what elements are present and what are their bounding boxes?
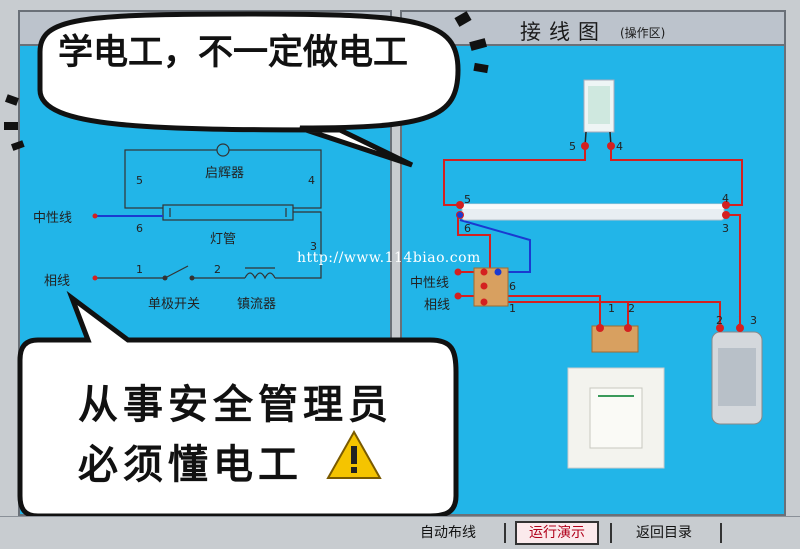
wiring-num-4b: 4 — [722, 192, 729, 205]
label-ballast: 镇流器 — [237, 297, 277, 312]
watermark: http://www.114biao.com — [297, 250, 481, 266]
diagram-title: 接线图 — [520, 20, 607, 44]
wiring-num-2b: 2 — [716, 314, 723, 327]
wiring-num-6b: 6 — [509, 280, 516, 293]
tube-symbol — [162, 204, 294, 221]
terminal-block — [473, 267, 509, 307]
terminal-3: 3 — [310, 240, 317, 253]
toolbar-separator — [504, 523, 506, 543]
wiring-num-6: 6 — [464, 222, 471, 235]
ballast-coil — [244, 272, 276, 280]
splash-decor — [4, 11, 489, 151]
back-menu-button[interactable]: 返回目录 — [636, 525, 692, 541]
run-demo-button[interactable]: 运行演示 — [515, 521, 599, 545]
toolbar-separator — [720, 523, 722, 543]
label-phase-wiring: 相线 — [424, 298, 451, 313]
wiring-num-5a: 5 — [569, 140, 576, 153]
wiring-num-3a: 3 — [722, 222, 729, 235]
terminal-4: 4 — [308, 174, 315, 187]
label-switch: 单极开关 — [148, 297, 201, 312]
wiring-num-5b: 5 — [464, 193, 471, 206]
diagram-subtitle: (操作区) — [620, 26, 666, 40]
toolbar-separator — [610, 523, 612, 543]
schematic-drawing — [95, 143, 322, 280]
bubble2-line2: 必须懂电工 — [78, 442, 303, 488]
wiring-num-2a: 2 — [628, 302, 635, 315]
switch-blade — [164, 265, 189, 279]
bottom-toolbar: 自动布线 运行演示 返回目录 — [0, 516, 800, 549]
auto-wire-button[interactable]: 自动布线 — [420, 525, 476, 541]
label-tube: 灯管 — [210, 232, 237, 247]
label-neutral-wiring: 中性线 — [410, 276, 450, 291]
speech-bubble-1 — [37, 11, 461, 168]
wiring-num-1b: 1 — [608, 302, 615, 315]
terminal-6: 6 — [136, 222, 143, 235]
wiring-num-4a: 4 — [616, 140, 623, 153]
wiring-num-1a: 1 — [509, 302, 516, 315]
starter-symbol — [216, 143, 230, 157]
blue-wire — [459, 219, 531, 273]
label-starter: 启辉器 — [205, 166, 245, 181]
bubble2-line1: 从事安全管理员 — [78, 382, 393, 428]
terminal-dots — [454, 142, 744, 332]
terminal-5: 5 — [136, 174, 143, 187]
bubble1-text: 学电工，不一定做电工 — [58, 33, 409, 73]
label-neutral-schematic: 中性线 — [33, 211, 73, 226]
terminal-2: 2 — [214, 263, 221, 276]
label-phase-schematic: 相线 — [44, 274, 71, 289]
wiring-num-3b: 3 — [750, 314, 757, 327]
terminal-1: 1 — [136, 263, 143, 276]
